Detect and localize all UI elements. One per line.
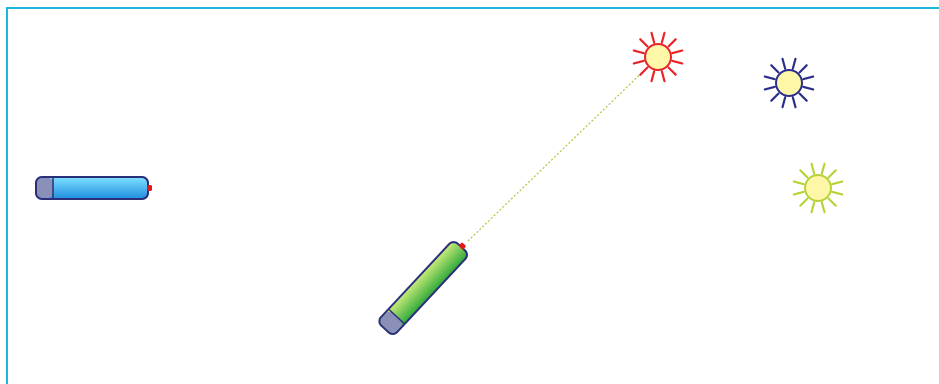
sun-ray xyxy=(800,65,807,72)
sun-ray xyxy=(832,192,842,195)
laser-pointer-blue[interactable] xyxy=(36,177,152,199)
sun-ray xyxy=(829,199,836,206)
sun-target-blue[interactable] xyxy=(765,59,813,107)
sun-ray xyxy=(672,61,682,64)
sun-ray xyxy=(640,68,647,75)
sun-ray xyxy=(803,87,813,90)
laser-cap xyxy=(37,178,53,198)
laser-pointer-green[interactable] xyxy=(377,237,472,337)
laser-beam xyxy=(468,57,658,241)
sun-ray xyxy=(794,192,804,195)
sun-ray xyxy=(634,51,644,54)
sun-ray xyxy=(812,202,815,212)
sun-ray xyxy=(662,71,665,81)
laser-tip xyxy=(147,185,152,191)
sun-ray xyxy=(669,68,676,75)
sun-ray xyxy=(822,164,825,174)
sun-ray xyxy=(652,71,655,81)
sun-ray xyxy=(771,94,778,101)
sun-core xyxy=(805,175,831,201)
sun-ray xyxy=(794,182,804,185)
sun-ray xyxy=(634,61,644,64)
sun-core xyxy=(776,70,802,96)
sun-ray xyxy=(783,97,786,107)
sun-ray xyxy=(832,182,842,185)
sun-target-green[interactable] xyxy=(794,164,842,212)
sun-core xyxy=(645,44,671,70)
sun-ray xyxy=(812,164,815,174)
sun-ray xyxy=(652,33,655,43)
sun-ray xyxy=(640,39,647,46)
sun-ray xyxy=(829,170,836,177)
sun-ray xyxy=(800,170,807,177)
sun-ray xyxy=(800,94,807,101)
sun-target-red[interactable] xyxy=(634,33,682,81)
sun-ray xyxy=(765,87,775,90)
sun-ray xyxy=(803,77,813,80)
sun-ray xyxy=(765,77,775,80)
sun-ray xyxy=(672,51,682,54)
sun-ray xyxy=(822,202,825,212)
sun-ray xyxy=(800,199,807,206)
sun-ray xyxy=(793,59,796,69)
sun-ray xyxy=(669,39,676,46)
sun-ray xyxy=(783,59,786,69)
sun-ray xyxy=(793,97,796,107)
sun-ray xyxy=(771,65,778,72)
sun-ray xyxy=(662,33,665,43)
